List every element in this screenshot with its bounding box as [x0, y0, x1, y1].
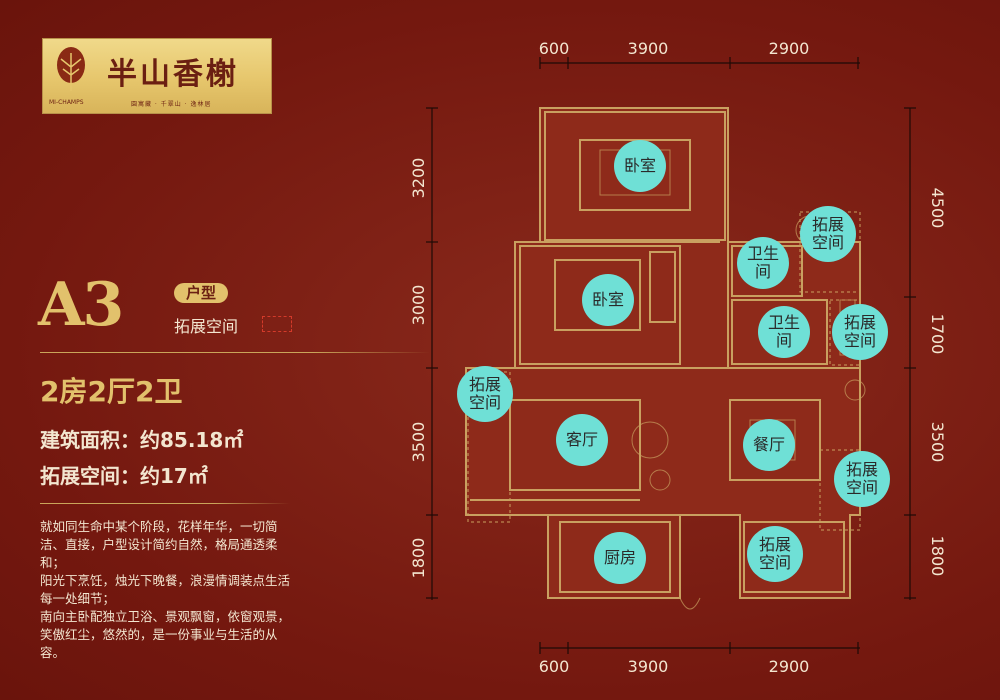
- description-paragraph: 阳光下烹饪，烛光下晚餐，浪漫情调装点生活每一处细节；: [40, 573, 291, 606]
- room-label-bathroom-2: 卫生间: [758, 306, 810, 358]
- room-label-dining: 餐厅: [743, 419, 795, 471]
- dim-right-1: 4500: [928, 188, 947, 229]
- building-area: 建筑面积：约85.18㎡: [40, 428, 244, 452]
- dim-right-4: 1800: [928, 536, 947, 577]
- room-label-extension-3: 拓展空间: [457, 366, 513, 422]
- dim-left-1: 3200: [409, 158, 428, 199]
- tree-icon: [57, 47, 85, 91]
- room-label-extension-1: 拓展空间: [800, 206, 856, 262]
- unit-code: A3: [38, 270, 124, 340]
- dim-top-2: 3900: [628, 39, 669, 58]
- dim-left-4: 1800: [409, 538, 428, 579]
- room-label-bedroom-second: 卧室: [582, 274, 634, 326]
- room-label-bedroom-master: 卧室: [614, 140, 666, 192]
- description-paragraph: 南向主卧配独立卫浴、景观飘窗，依窗观景，笑傲红尘，悠然的，是一份事业与生活的从容…: [40, 609, 291, 660]
- divider-top: [40, 352, 430, 353]
- divider-bottom: [40, 503, 290, 504]
- dim-bottom-3: 2900: [769, 657, 810, 676]
- room-label-living: 客厅: [556, 414, 608, 466]
- dim-right-2: 1700: [928, 314, 947, 355]
- logo-title: 半山香榭: [107, 57, 239, 92]
- room-label-extension-5: 拓展空间: [747, 526, 803, 582]
- dim-top-3: 2900: [769, 39, 810, 58]
- dim-left-2: 3000: [409, 285, 428, 326]
- dim-bottom-2: 3900: [628, 657, 669, 676]
- dim-left-3: 3500: [409, 422, 428, 463]
- description: 就如同生命中某个阶段，花样年华，一切简洁、直接，户型设计简约自然，格局通透柔和；…: [40, 518, 302, 662]
- logo-tagline: 園寓藏 · 千翠山 · 逸林居: [131, 101, 212, 108]
- logo-brand-en: MI-CHAMPS: [49, 99, 84, 106]
- room-label-extension-4: 拓展空间: [834, 451, 890, 507]
- dim-bottom-1: 600: [539, 657, 570, 676]
- room-label-extension-2: 拓展空间: [832, 304, 888, 360]
- room-label-kitchen: 厨房: [594, 532, 646, 584]
- description-paragraph: 就如同生命中某个阶段，花样年华，一切简洁、直接，户型设计简约自然，格局通透柔和；: [40, 519, 278, 570]
- room-count: 2房2厅2卫: [40, 375, 183, 408]
- brand-logo: 半山香榭 MI-CHAMPS 園寓藏 · 千翠山 · 逸林居: [42, 38, 272, 114]
- room-label-bathroom-1: 卫生间: [737, 237, 789, 289]
- unit-type-badge: 户型: [174, 283, 228, 303]
- extension-legend-label: 拓展空间: [174, 317, 239, 336]
- plan-floor: [465, 107, 861, 599]
- dim-right-3: 3500: [928, 422, 947, 463]
- extension-area: 拓展空间：约17㎡: [40, 464, 208, 488]
- extension-legend-swatch: [262, 316, 292, 332]
- dim-top-1: 600: [539, 39, 570, 58]
